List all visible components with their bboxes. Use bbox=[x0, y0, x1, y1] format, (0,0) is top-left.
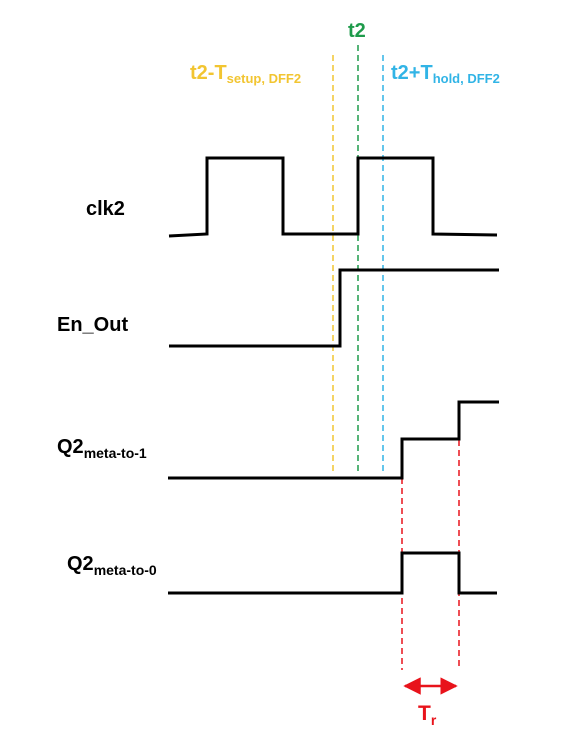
clk2-label: clk2 bbox=[86, 198, 125, 220]
clk2-waveform bbox=[168, 156, 498, 238]
tr-label: Tr bbox=[418, 702, 437, 728]
q2-meta-to-0-waveform bbox=[168, 551, 497, 595]
setup-marker-label: t2-Tsetup, DFF2 bbox=[190, 62, 301, 86]
q2-meta-to-1-label: Q2meta-to-1 bbox=[57, 436, 147, 461]
q2-meta-to-1-waveform bbox=[168, 400, 499, 480]
hold-marker-label: t2+Thold, DFF2 bbox=[391, 62, 500, 86]
en-out-waveform bbox=[169, 268, 499, 348]
q2-meta-to-0-label: Q2meta-to-0 bbox=[67, 553, 157, 578]
t2-marker-label: t2 bbox=[348, 20, 366, 42]
en-out-label: En_Out bbox=[57, 314, 128, 336]
